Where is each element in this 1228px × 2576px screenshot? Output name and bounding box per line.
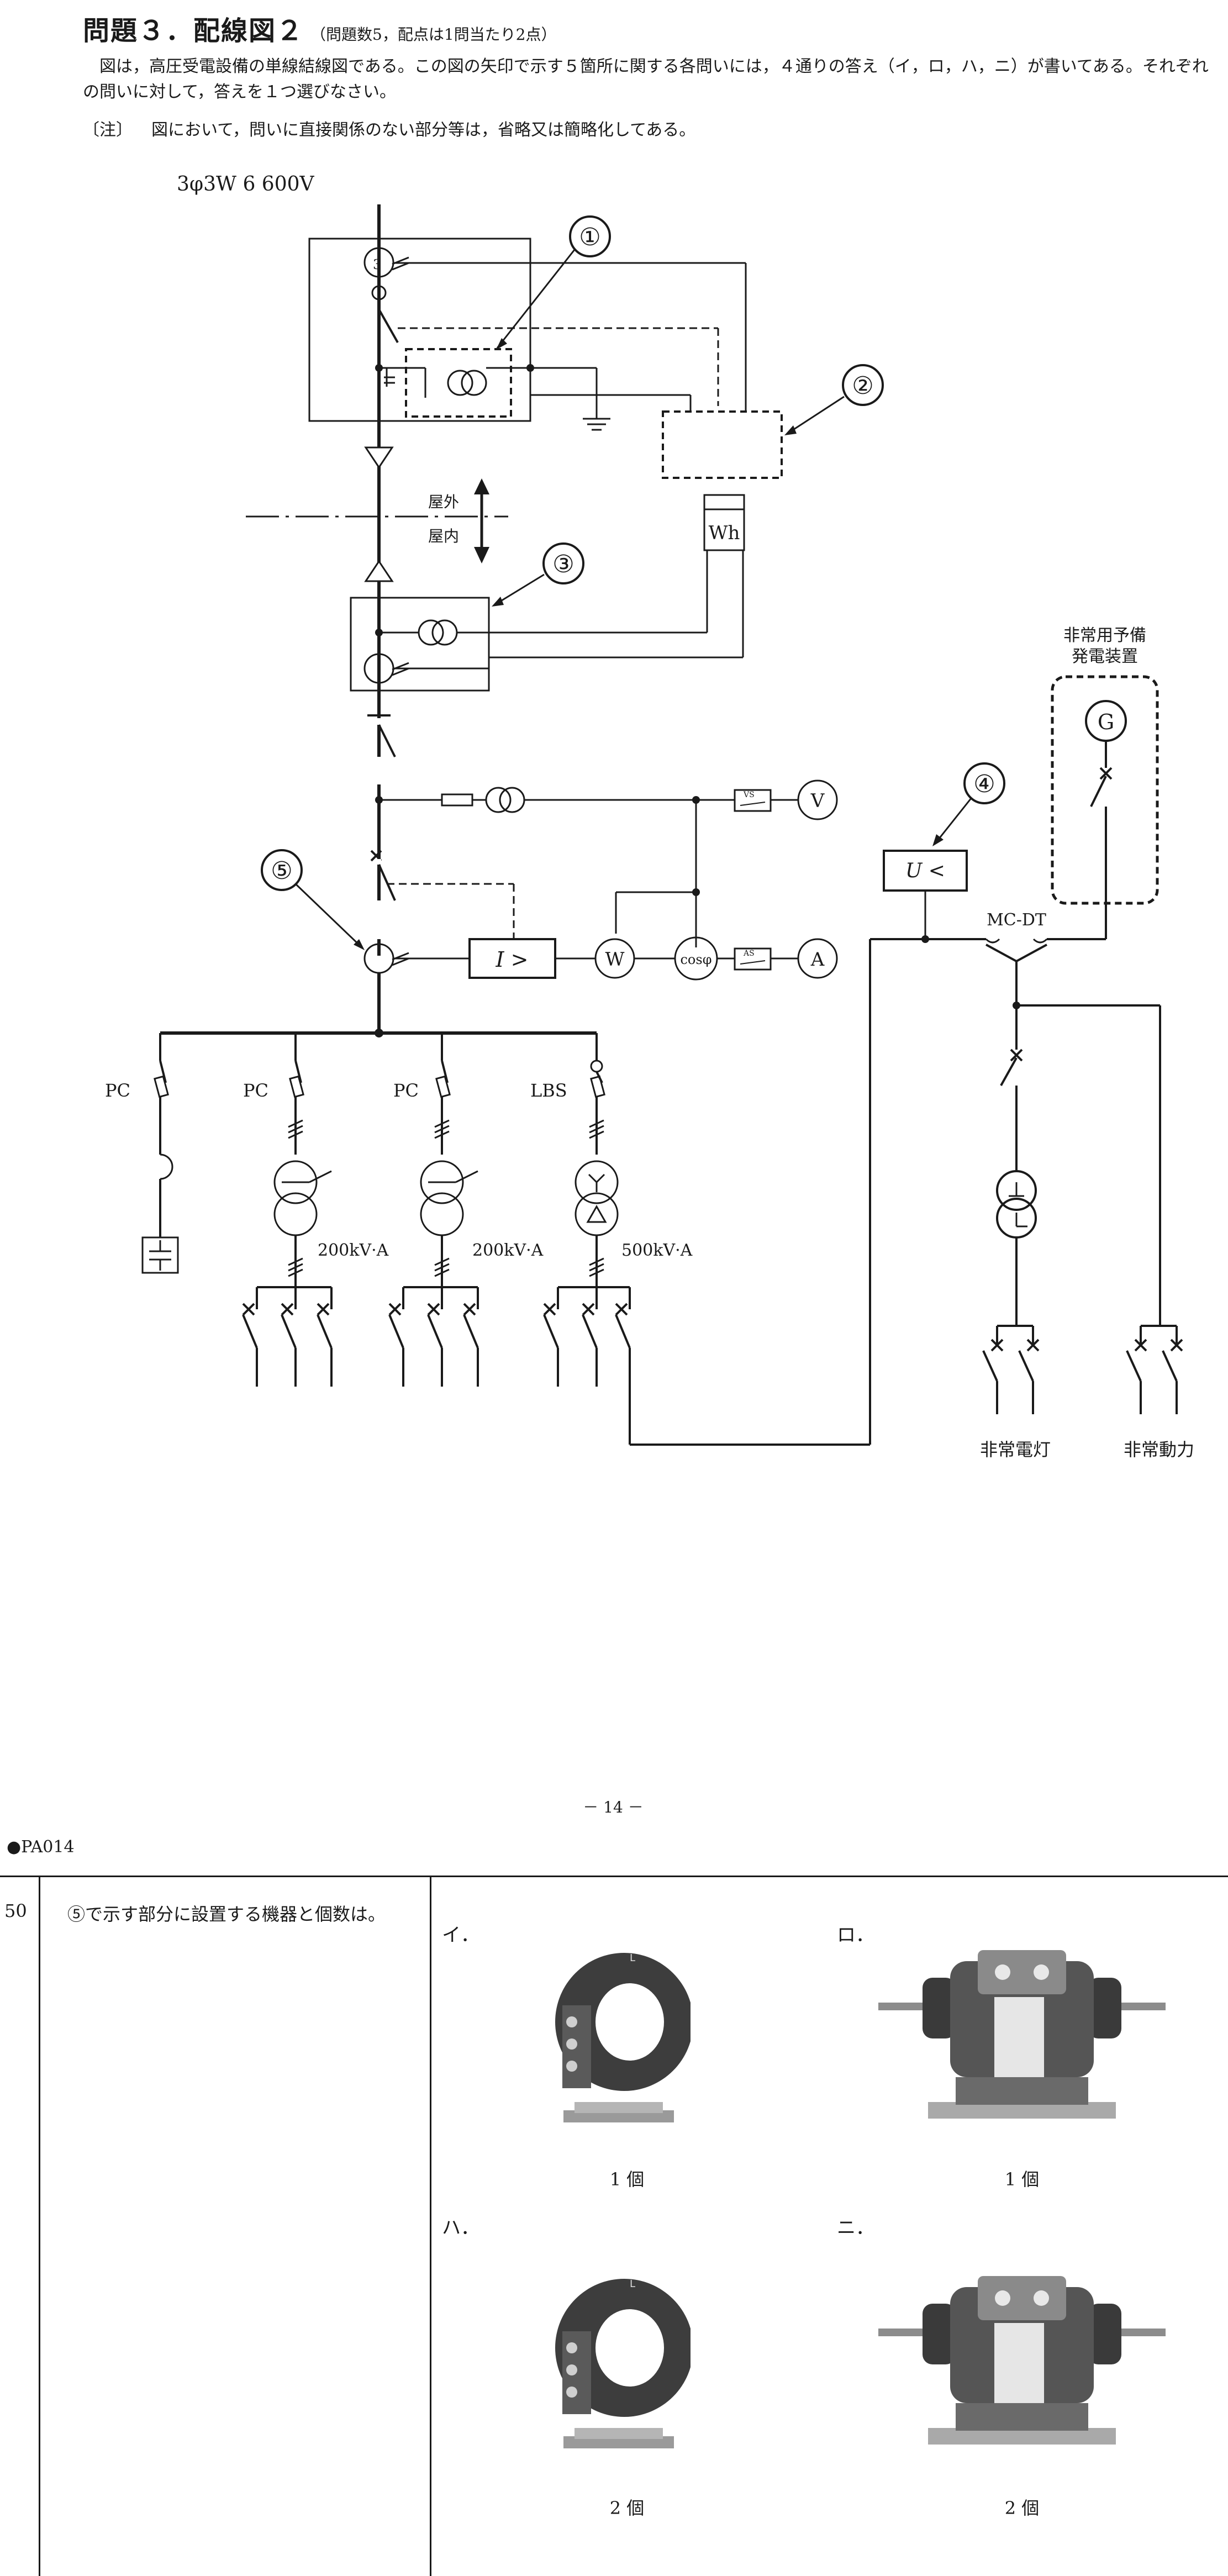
option-label-ha: ハ． — [442, 2217, 479, 2239]
emergency-light-label: 非常電灯 — [980, 1439, 1051, 1460]
svg-text:②: ② — [852, 372, 873, 400]
svg-text:cosφ: cosφ — [680, 952, 711, 967]
svg-text:PC: PC — [105, 1080, 130, 1101]
callout-1 — [569, 215, 611, 257]
svg-text:G: G — [1098, 710, 1114, 734]
indoor-label: 屋内 — [428, 527, 459, 545]
feeder-transformer-1 — [273, 1060, 332, 1287]
supply-label: 3φ3W 6 600V — [177, 173, 315, 196]
option-caption-ha: 2 個 — [609, 2498, 645, 2519]
pc-switch-1-icon — [159, 1060, 167, 1083]
problem-title-text: 問題３．配線図２ — [83, 15, 304, 46]
relay-box-2 — [662, 410, 783, 479]
svg-text:PC: PC — [393, 1080, 419, 1101]
option-caption-ro: 1 個 — [1004, 2169, 1040, 2190]
svg-text:LBS: LBS — [530, 1080, 567, 1101]
svg-text:500kV·A: 500kV·A — [621, 1241, 693, 1260]
option-label-ro: ロ． — [837, 1924, 874, 1946]
zct-icon[interactable]: L — [547, 1934, 691, 2138]
option-caption-i: 1 個 — [609, 2169, 645, 2190]
svg-text:MC-DT: MC-DT — [987, 910, 1046, 930]
main-disconnector-icon — [378, 724, 396, 757]
svg-text:I >: I > — [496, 947, 529, 972]
pf-fuse-icon — [441, 793, 473, 807]
ct-icon[interactable] — [878, 2271, 1166, 2458]
question-number: 50 — [4, 1900, 27, 1921]
problem-note: 〔注〕図において，問いに直接関係のない部分等は，省略又は簡略化してある。 — [83, 116, 695, 140]
callout-2 — [842, 364, 884, 406]
voltmeter — [797, 779, 838, 820]
incoming-enclosure — [308, 238, 531, 422]
svg-text:L: L — [630, 2278, 635, 2290]
wh-meter — [703, 494, 745, 551]
callout-4 — [963, 762, 1005, 804]
feeder-transformer-2 — [420, 1060, 478, 1287]
note-label: 〔注〕 — [83, 120, 133, 140]
circuit-breaker-icon — [378, 864, 396, 901]
svg-text:PC: PC — [243, 1080, 268, 1101]
page-number: － 14 － — [583, 1798, 644, 1816]
problem-intro: 図は，高圧受電設備の単線結線図である。この図の矢印で示す５箇所に関する各問いには… — [83, 57, 1209, 102]
cable-head-top-icon — [364, 446, 394, 469]
svg-text:3: 3 — [373, 257, 381, 272]
vct-box-3 — [350, 597, 490, 692]
svg-text:VS: VS — [743, 791, 755, 799]
ammeter — [797, 938, 838, 979]
question-text: ⑤で示す部分に設置する機器と個数は。 — [67, 1904, 386, 1925]
svg-text:③: ③ — [552, 550, 574, 578]
ct-icon[interactable] — [878, 1945, 1166, 2132]
problem-subtitle: （問題数5，配点は1問当たり2点） — [310, 25, 557, 44]
doc-id: ●PA014 — [7, 1837, 75, 1857]
svg-text:①: ① — [579, 223, 600, 251]
single-line-diagram: 3φ3W 6 600V 3 ① ② 屋外 屋内 — [105, 173, 1194, 1460]
feeder-transformer-3 — [575, 1060, 619, 1287]
callout-5 — [261, 849, 303, 891]
vt-box-1 — [405, 348, 512, 418]
option-label-ni: ニ． — [837, 2217, 874, 2239]
callout-3 — [542, 542, 584, 584]
zct-icon[interactable]: L — [547, 2259, 691, 2464]
question-divider-1 — [39, 1876, 40, 2576]
vt-icon — [485, 787, 512, 813]
cable-head-bottom-icon — [364, 560, 394, 582]
disconnector-icon — [378, 309, 399, 343]
svg-text:L: L — [630, 1952, 635, 1964]
svg-text:U <: U < — [905, 860, 945, 882]
emergency-gen-label-2: 発電装置 — [1072, 647, 1138, 666]
svg-text:A: A — [810, 949, 825, 971]
svg-text:V: V — [810, 790, 825, 812]
svg-text:Wh: Wh — [709, 522, 740, 544]
svg-text:200kV·A: 200kV·A — [472, 1241, 544, 1260]
emergency-power-label: 非常動力 — [1124, 1439, 1194, 1460]
svg-text:W: W — [605, 949, 625, 971]
svg-text:200kV·A: 200kV·A — [318, 1241, 389, 1260]
series-reactor-icon — [160, 1153, 173, 1180]
question-top-rule — [0, 1876, 1228, 1877]
lv-transformer-icon — [996, 1170, 1037, 1211]
emergency-gen-label-1: 非常用予備 — [1063, 626, 1146, 645]
question-divider-2 — [430, 1876, 431, 2576]
svg-text:AS: AS — [743, 949, 755, 958]
capacitor-icon — [141, 1236, 179, 1274]
svg-text:⑤: ⑤ — [271, 857, 292, 885]
mc-dt-switch-icon — [985, 938, 1048, 944]
lv-feeders — [242, 939, 871, 1446]
option-caption-ni: 2 個 — [1004, 2498, 1040, 2519]
problem-title: 問題３．配線図２ （問題数5，配点は1問当たり2点） — [83, 9, 556, 48]
option-label-i: イ． — [442, 1924, 479, 1946]
outdoor-label: 屋外 — [428, 493, 459, 511]
svg-text:④: ④ — [973, 770, 995, 798]
note-text: 図において，問いに直接関係のない部分等は，省略又は簡略化してある。 — [151, 120, 696, 140]
switch-pivot-icon — [371, 285, 387, 301]
